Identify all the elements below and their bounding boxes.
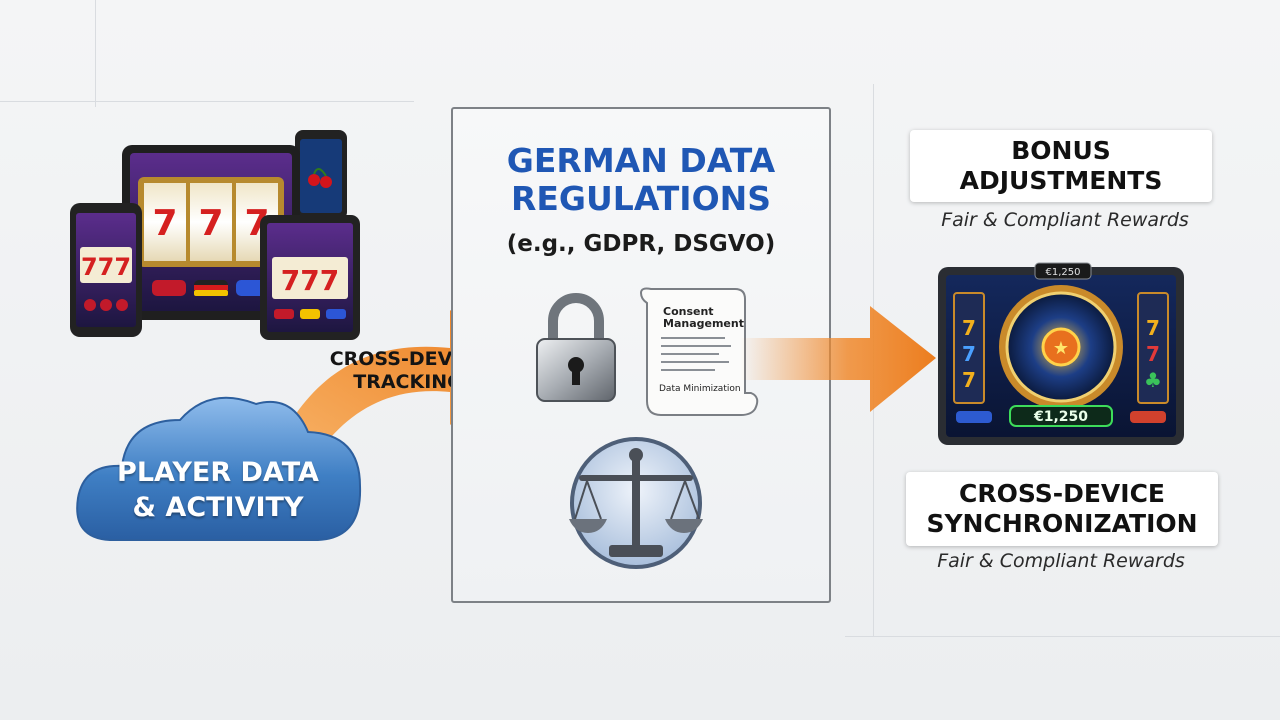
bonus-tagline: Fair & Compliant Rewards bbox=[941, 209, 1189, 231]
cloud-label-line2: & ACTIVITY bbox=[132, 492, 304, 523]
svg-text:7: 7 bbox=[1146, 342, 1160, 366]
svg-text:7: 7 bbox=[1146, 316, 1160, 340]
svg-text:♣: ♣ bbox=[1144, 368, 1162, 392]
sync-title-line2: SYNCHRONIZATION bbox=[926, 509, 1198, 538]
grid-line bbox=[0, 101, 414, 102]
tracking-label-line1: CROSS-DEVICE bbox=[329, 348, 487, 370]
panel-subtitle: (e.g., GDPR, DSGVO) bbox=[506, 231, 776, 257]
svg-text:★: ★ bbox=[1053, 338, 1069, 359]
tablet-top-amount: €1,250 bbox=[1046, 267, 1081, 278]
bonus-adjustments-badge: BONUS ADJUSTMENTS bbox=[910, 130, 1212, 202]
svg-text:7: 7 bbox=[962, 316, 976, 340]
player-data-cloud bbox=[76, 396, 362, 541]
grid-line bbox=[95, 0, 96, 107]
game-tablet-illustration: €1,250 7 7 7 7 7 ♣ ★ €1,250 bbox=[938, 262, 1184, 445]
lock-icon bbox=[536, 293, 616, 402]
sync-title-line1: CROSS-DEVICE bbox=[958, 479, 1166, 508]
bonus-title-line1: BONUS bbox=[1011, 136, 1111, 165]
document-heading-line2: Management bbox=[663, 317, 744, 330]
scales-of-justice-icon bbox=[569, 437, 703, 569]
grid-line bbox=[845, 636, 1280, 637]
bonus-title-line2: ADJUSTMENTS bbox=[959, 166, 1163, 195]
svg-text:777: 777 bbox=[281, 264, 339, 297]
svg-text:777: 777 bbox=[81, 253, 131, 281]
player-data-label: PLAYER DATA & ACTIVITY bbox=[98, 455, 338, 525]
svg-text:7: 7 bbox=[962, 368, 976, 392]
phone-device-icon bbox=[295, 130, 347, 220]
svg-text:7: 7 bbox=[198, 203, 223, 244]
scroll-document-icon: Consent Management Data Minimization bbox=[639, 287, 759, 416]
output-arrow bbox=[740, 306, 936, 412]
tablet-device-icon: 7 7 7 bbox=[122, 145, 300, 320]
tablet-win-amount: €1,250 bbox=[1033, 409, 1088, 425]
cloud-label-line1: PLAYER DATA bbox=[117, 457, 319, 488]
devices-illustration: 7 7 7 777 777 bbox=[70, 130, 360, 340]
sync-tagline: Fair & Compliant Rewards bbox=[937, 550, 1185, 572]
phone-device-icon: 777 bbox=[70, 203, 142, 337]
document-footer: Data Minimization bbox=[659, 384, 741, 394]
tracking-label: CROSS-DEVICE TRACKING bbox=[318, 348, 498, 394]
panel-title-line1: GERMAN DATA bbox=[506, 141, 776, 180]
tablet-device-icon: 777 bbox=[260, 215, 360, 340]
document-heading-line1: Consent bbox=[663, 305, 714, 318]
svg-text:7: 7 bbox=[962, 342, 976, 366]
panel-title-line2: REGULATIONS bbox=[510, 179, 772, 218]
svg-text:7: 7 bbox=[152, 203, 177, 244]
tracking-label-line2: TRACKING bbox=[353, 371, 463, 393]
cross-device-sync-badge: CROSS-DEVICE SYNCHRONIZATION bbox=[906, 472, 1218, 546]
